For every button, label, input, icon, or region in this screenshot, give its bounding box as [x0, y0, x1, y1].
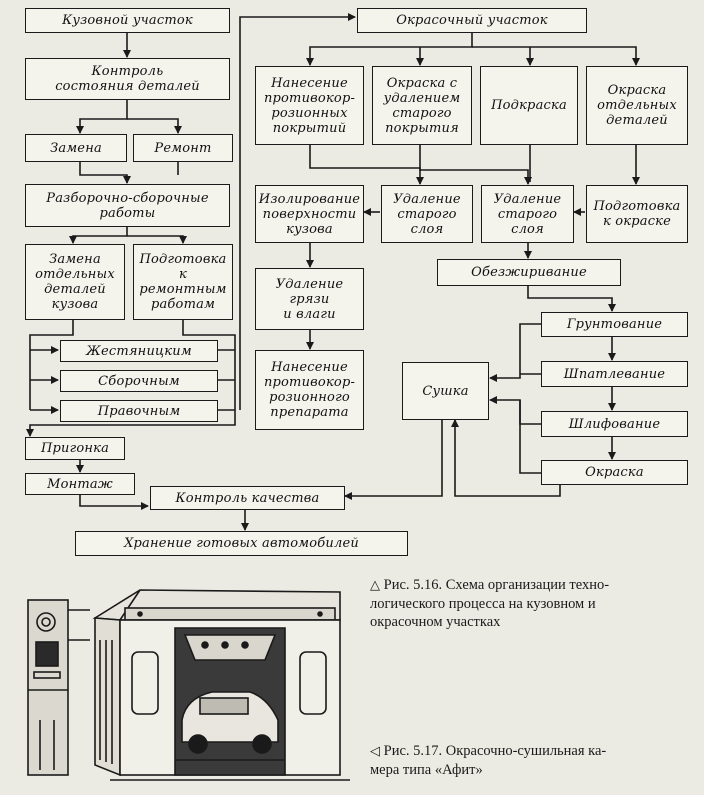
- box-check-parts: Контроль состояния деталей: [25, 58, 230, 100]
- box-prep-repair: Подготовка к ремонтным работам: [133, 244, 233, 320]
- box-paint-parts: Окраска отдельных деталей: [586, 66, 688, 145]
- box-mounting: Монтаж: [25, 473, 135, 495]
- box-replace: Замена: [25, 134, 127, 162]
- box-assembly-work: Сборочным: [60, 370, 218, 392]
- box-apply-anticorrosion: Нанесение противокор- розионного препара…: [255, 350, 364, 430]
- figure-5-16-caption: △ Рис. 5.16. Схема организации техно- ло…: [370, 576, 700, 631]
- box-sanding: Шлифование: [541, 411, 688, 437]
- box-drying: Сушка: [402, 362, 489, 420]
- figure-5-16-text: Рис. 5.16. Схема организации техно- логи…: [370, 577, 610, 630]
- box-paint-remove-old: Окраска с удалением старого покрытия: [372, 66, 472, 145]
- box-remove-old-layer-a: Удаление старого слоя: [381, 185, 473, 243]
- spray-booth-illustration: [27, 589, 350, 781]
- triangle-mark-icon: △: [370, 578, 380, 593]
- box-disassembly: Разборочно-сборочные работы: [25, 184, 230, 227]
- box-tinsmith: Жестяницким: [60, 340, 218, 362]
- box-puttying: Шпатлевание: [541, 361, 688, 387]
- box-isolate-surfaces: Изолирование поверхности кузова: [255, 185, 364, 243]
- box-storage: Хранение готовых автомобилей: [75, 531, 408, 556]
- figure-5-17-text: Рис. 5.17. Окрасочно-сушильная ка- мера …: [370, 743, 607, 778]
- box-priming: Грунтование: [541, 312, 688, 337]
- figure-5-17-caption: ◁ Рис. 5.17. Окрасочно-сушильная ка- мер…: [370, 742, 700, 779]
- box-prep-painting: Подготовка к окраске: [586, 185, 688, 243]
- box-straightening: Правочным: [60, 400, 218, 422]
- box-remove-dirt: Удаление грязи и влаги: [255, 268, 364, 330]
- box-anticorrosion-coating: Нанесение противокор- розионных покрытий: [255, 66, 364, 145]
- box-replace-body-parts: Замена отдельных деталей кузова: [25, 244, 125, 320]
- box-body-section: Кузовной участок: [25, 8, 230, 33]
- box-degreasing: Обезжиривание: [437, 259, 621, 286]
- box-remove-old-layer-b: Удаление старого слоя: [481, 185, 574, 243]
- box-quality-control: Контроль качества: [150, 486, 345, 510]
- left-triangle-mark-icon: ◁: [370, 744, 380, 759]
- box-repair: Ремонт: [133, 134, 233, 162]
- box-paint-section: Окрасочный участок: [357, 8, 587, 33]
- box-touch-up: Подкраска: [480, 66, 578, 145]
- box-fitting: Пригонка: [25, 437, 125, 460]
- box-painting: Окраска: [541, 460, 688, 485]
